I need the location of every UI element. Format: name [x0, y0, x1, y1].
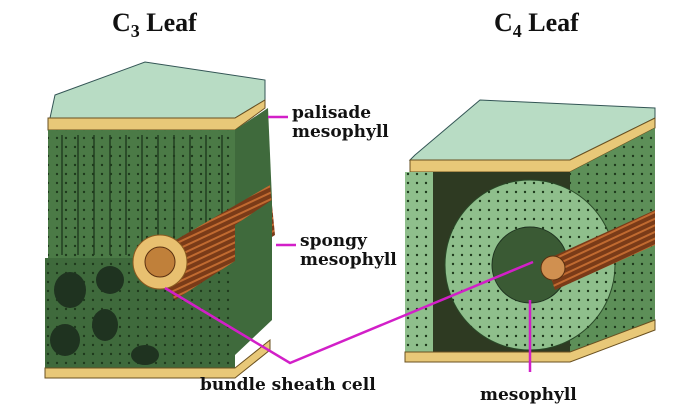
c3-leaf-title: C3 Leaf [112, 8, 197, 42]
label-line: palisade [292, 103, 372, 123]
c3-leaf-block [44, 61, 275, 379]
title-subscript: 4 [512, 21, 522, 42]
title-subscript: 3 [130, 21, 140, 42]
pointer-lines [164, 115, 534, 372]
c4-leaf-block [404, 99, 656, 363]
bundle-sheath-pointer [164, 260, 534, 365]
spongy-mesophyll-label: spongy mesophyll [300, 232, 397, 270]
title-letter: C [494, 8, 513, 37]
title-word: Leaf [146, 8, 197, 37]
title-letter: C [112, 8, 131, 37]
c4-leaf-title: C4 Leaf [494, 8, 579, 42]
palisade-mesophyll-label: palisade mesophyll [292, 104, 389, 142]
bundle-sheath-cell-label: bundle sheath cell [200, 375, 376, 395]
label-line: spongy [300, 231, 367, 251]
title-word: Leaf [528, 8, 579, 37]
mesophyll-label: mesophyll [480, 385, 577, 405]
label-line: mesophyll [300, 250, 397, 270]
label-line: mesophyll [292, 122, 389, 142]
